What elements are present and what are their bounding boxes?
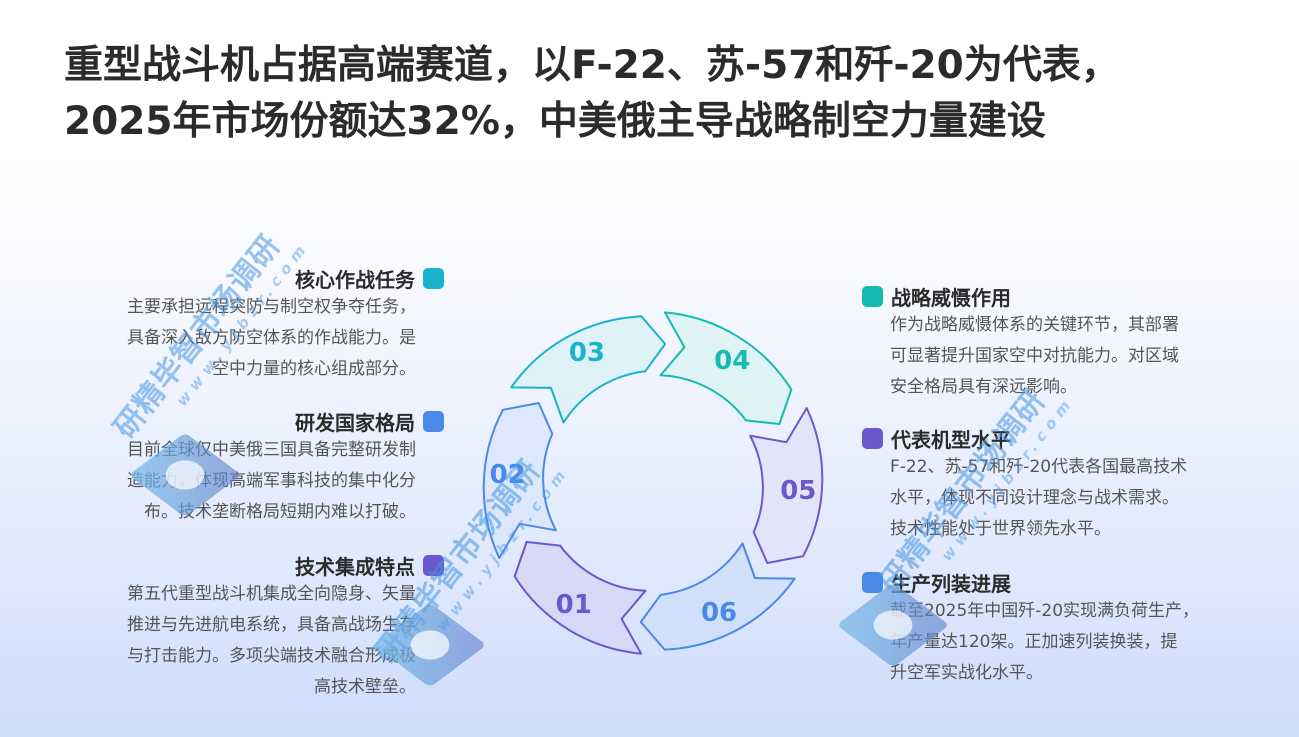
text-line: 布。技术垄断格局短期内难以打破。 bbox=[144, 502, 416, 522]
block-description: 主要承担远程突防与制空权争夺任务， 具备深入敌方防空体系的作战能力。是 空中力量… bbox=[80, 292, 416, 385]
cycle-segment-02 bbox=[482, 402, 557, 559]
block-heading: 研发国家格局 bbox=[295, 410, 415, 435]
text-line: 目前全球仅中美俄三国具备完整研发制 bbox=[127, 440, 416, 460]
cycle-segment-label: 03 bbox=[568, 338, 606, 369]
block-heading: 代表机型水平 bbox=[891, 427, 1011, 452]
block-description: 第五代重型战斗机集成全向隐身、矢量 推进与先进航电系统，具备高战场生存 与打击能… bbox=[80, 579, 416, 703]
text-line: 技术性能处于世界领先水平。 bbox=[890, 519, 1111, 539]
text-line: 与打击能力。多项尖端技术融合形成极 bbox=[127, 646, 416, 666]
block-heading: 战略威慑作用 bbox=[891, 285, 1011, 310]
text-line: 推进与先进航电系统，具备高战场生存 bbox=[127, 615, 416, 635]
cycle-segment-label: 05 bbox=[780, 475, 817, 506]
cycle-segment-03 bbox=[510, 315, 667, 424]
cycle-segment-01 bbox=[513, 541, 647, 655]
block-heading: 技术集成特点 bbox=[295, 554, 415, 579]
rounded-square-icon bbox=[423, 554, 444, 576]
text-line: F-22、苏-57和歼-20代表各国最高技术 bbox=[890, 457, 1188, 477]
cycle-segment-label: 02 bbox=[489, 460, 526, 491]
block-strategic-deterrence: 战略威慑作用 作为战略威慑体系的关键环节，其部署 可显著提升国家空中对抗能力。对… bbox=[862, 282, 1242, 403]
cycle-segment-05 bbox=[749, 407, 824, 564]
page-title: 重型战斗机占据高端赛道，以F-22、苏-57和歼-20为代表， 2025年市场份… bbox=[64, 38, 1244, 150]
block-heading: 生产列装进展 bbox=[891, 571, 1011, 596]
rounded-square-icon bbox=[862, 285, 883, 307]
text-line: 空中力量的核心组成部分。 bbox=[212, 359, 416, 379]
cycle-segment-label: 06 bbox=[700, 597, 738, 628]
text-line: 截至2025年中国歼-20实现满负荷生产， bbox=[890, 601, 1200, 621]
text-line: 具备深入敌方防空体系的作战能力。是 bbox=[127, 328, 416, 348]
block-description: F-22、苏-57和歼-20代表各国最高技术 水平，体现不同设计理念与战术需求。… bbox=[890, 452, 1232, 545]
cycle-segment-label: 04 bbox=[714, 345, 751, 376]
text-line: 高技术壁垒。 bbox=[314, 677, 416, 697]
title-line-1: 重型战斗机占据高端赛道，以F-22、苏-57和歼-20为代表， bbox=[64, 43, 1120, 88]
block-production-progress: 生产列装进展 截至2025年中国歼-20实现满负荷生产， 年产量达120架。正加… bbox=[862, 568, 1242, 689]
block-rd-countries: 研发国家格局 目前全球仅中美俄三国具备完整研发制 造能力，体现高端军事科技的集中… bbox=[80, 407, 444, 528]
block-description: 目前全球仅中美俄三国具备完整研发制 造能力，体现高端军事科技的集中化分 布。技术… bbox=[80, 435, 416, 528]
text-line: 升空军实战化水平。 bbox=[890, 663, 1043, 683]
block-description: 截至2025年中国歼-20实现满负荷生产， 年产量达120架。正加速列装换装，提… bbox=[890, 596, 1232, 689]
block-tech-integration: 技术集成特点 第五代重型战斗机集成全向隐身、矢量 推进与先进航电系统，具备高战场… bbox=[80, 551, 444, 703]
text-line: 第五代重型战斗机集成全向隐身、矢量 bbox=[127, 584, 416, 604]
title-line-2: 2025年市场份额达32%，中美俄主导战略制空力量建设 bbox=[64, 99, 1046, 144]
cycle-segment-label: 01 bbox=[555, 590, 592, 621]
block-core-mission: 核心作战任务 主要承担远程突防与制空权争夺任务， 具备深入敌方防空体系的作战能力… bbox=[80, 264, 444, 385]
text-line: 主要承担远程突防与制空权争夺任务， bbox=[127, 297, 416, 317]
text-line: 安全格局具有深远影响。 bbox=[890, 377, 1077, 397]
rounded-square-icon bbox=[423, 267, 444, 289]
text-line: 可显著提升国家空中对抗能力。对区域 bbox=[890, 346, 1179, 366]
text-line: 年产量达120架。正加速列装换装，提 bbox=[890, 632, 1178, 652]
text-line: 作为战略威慑体系的关键环节，其部署 bbox=[890, 315, 1179, 335]
cycle-segment-06 bbox=[639, 542, 796, 651]
cycle-segment-04 bbox=[659, 311, 793, 425]
block-representative-models: 代表机型水平 F-22、苏-57和歼-20代表各国最高技术 水平，体现不同设计理… bbox=[862, 424, 1242, 545]
block-description: 作为战略威慑体系的关键环节，其部署 可显著提升国家空中对抗能力。对区域 安全格局… bbox=[890, 310, 1232, 403]
text-line: 造能力，体现高端军事科技的集中化分 bbox=[127, 471, 416, 491]
text-line: 水平，体现不同设计理念与战术需求。 bbox=[890, 488, 1179, 508]
rounded-square-icon bbox=[423, 410, 444, 432]
block-heading: 核心作战任务 bbox=[295, 267, 415, 292]
rounded-square-icon bbox=[862, 571, 883, 593]
cycle-arrows bbox=[482, 311, 824, 655]
rounded-square-icon bbox=[862, 427, 883, 449]
cycle-diagram: 01 02 03 04 05 06 bbox=[470, 300, 840, 670]
